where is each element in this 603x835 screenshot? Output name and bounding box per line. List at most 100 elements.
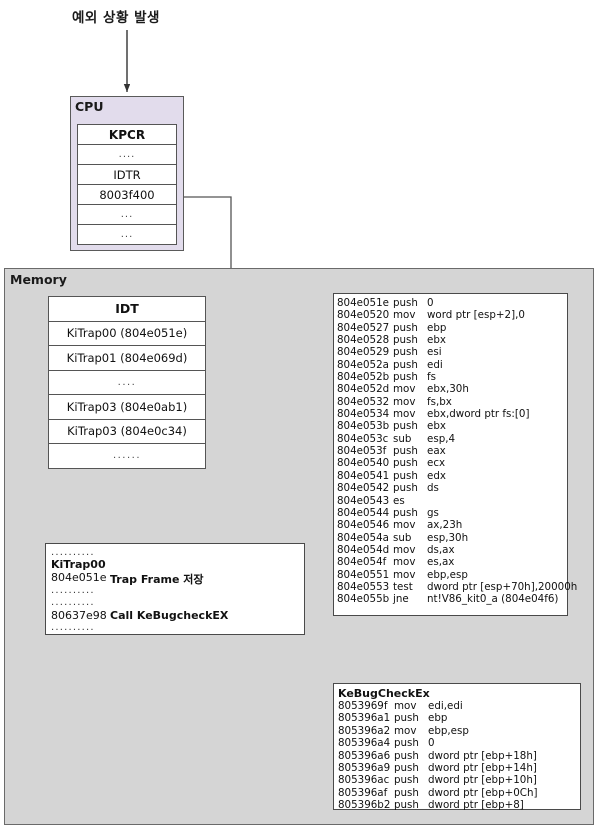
disassembly-mnemonic: push [393,321,418,334]
disassembly-address: 804e0527 [337,321,390,334]
idt-row-header: IDT [49,297,205,322]
disassembly-mnemonic: push [393,469,418,482]
disassembly-address: 804e0553 [337,580,390,593]
disassembly-mnemonic: mov [393,556,416,569]
disassembly-mnemonic: mov [393,408,416,421]
disassembly-operands: dword ptr [ebp+14h] [428,761,537,774]
disassembly-address: 804e0544 [337,506,390,519]
disassembly-mnemonic: test [393,580,413,593]
kpcr-row-dots-1: .... [78,145,176,165]
disassembly-operands: es,ax [427,556,455,569]
disassembly-address: 804e0540 [337,457,390,470]
kitrap-entry-addr-trapframe: 804e051e [51,571,107,584]
disassembly-mnemonic: mov [393,395,416,408]
disassembly-mnemonic: push [393,358,418,371]
disassembly-operands: esp,4 [427,432,456,445]
disassembly-address: 805396a1 [338,712,391,725]
disassembly-operands: ebp [427,321,447,334]
exception-title: 예외 상황 발생 [72,10,160,26]
disassembly-operands: dword ptr [ebp+8] [428,799,524,812]
disassembly-operands: nt!V86_kit0_a (804e04f6) [427,593,559,606]
kpcr-row-idtr-value: 8003f400 [78,185,176,205]
disassembly-operands: edi,edi [428,700,463,712]
disassembly-operands: ecx [427,457,446,470]
kitrap-line-dots-1: .......... [51,547,95,558]
idt-row-dots-1: .... [49,370,205,395]
disassembly-mnemonic: push [393,297,418,309]
disassembly-mnemonic: mov [393,309,416,322]
disassembly-operands: ebp [428,712,448,725]
kpcr-row-dots-3: ... [78,225,176,245]
disassembly-address: 805396b2 [338,799,391,812]
disassembly-operands: fs,bx [427,395,452,408]
disassembly-address: 804e055b [337,593,390,606]
disassembly-mnemonic: push [393,457,418,470]
disassembly-address: 804e0546 [337,519,390,532]
disassembly-mnemonic: push [394,712,419,725]
disassembly-address: 8053969f [338,700,388,712]
disassembly-mnemonic: mov [393,568,416,581]
disassembly-operands: esi [427,346,442,359]
disassembly-operands: word ptr [esp+2],0 [427,309,525,322]
disassembly-mnemonic: push [393,445,418,458]
kebugcheckex-title: KeBugCheckEx [338,687,430,700]
disassembly-address: 804e0529 [337,346,390,359]
disassembly-mnemonic: push [393,334,418,347]
disassembly-operands: edi [427,358,443,371]
disassembly-mnemonic: push [393,506,418,519]
disassembly-mnemonic: push [394,761,419,774]
disassembly-operands: ds [427,482,439,495]
idt-row-kitrap00: KiTrap00 (804e051e) [49,321,205,346]
disassembly-mnemonic: mov [393,519,416,532]
disassembly-operands: 0 [427,297,434,309]
disassembly-address: 804e052b [337,371,390,384]
disassembly-operands: ebp,esp [428,724,469,737]
idt-row-kitrap01: KiTrap01 (804e069d) [49,346,205,371]
disassembly-address: 805396a2 [338,724,391,737]
disassembly-address: 804e053f [337,445,387,458]
disassembly-mnemonic: push [394,786,419,799]
disassembly-mnemonic: push [393,420,418,433]
kitrap-line-dots-4: .......... [51,622,95,633]
kitrap-entry-label-call: Call KeBugcheckEX [110,609,229,622]
disassembly-address: 804e053b [337,420,390,433]
idt-row-kitrap03b: KiTrap03 (804e0c34) [49,419,205,444]
disassembly-operands: 0 [428,737,435,750]
disassembly-mnemonic: push [394,799,419,812]
disassembly-address: 805396a9 [338,761,391,774]
disassembly-mnemonic: push [394,774,419,787]
disassembly-mnemonic: mov [393,543,416,556]
disassembly-address: 804e054a [337,531,389,544]
disassembly-address: 804e0543 [337,494,390,507]
kitrap-entry-label-trapframe: Trap Frame 저장 [110,573,204,586]
disassembly-address: 804e053c [337,432,389,445]
kitrap-line-dots-3: .......... [51,597,95,608]
kpcr-table: KPCR .... IDTR 8003f400 ... ... [77,124,177,245]
kpcr-row-header: KPCR [78,125,176,145]
